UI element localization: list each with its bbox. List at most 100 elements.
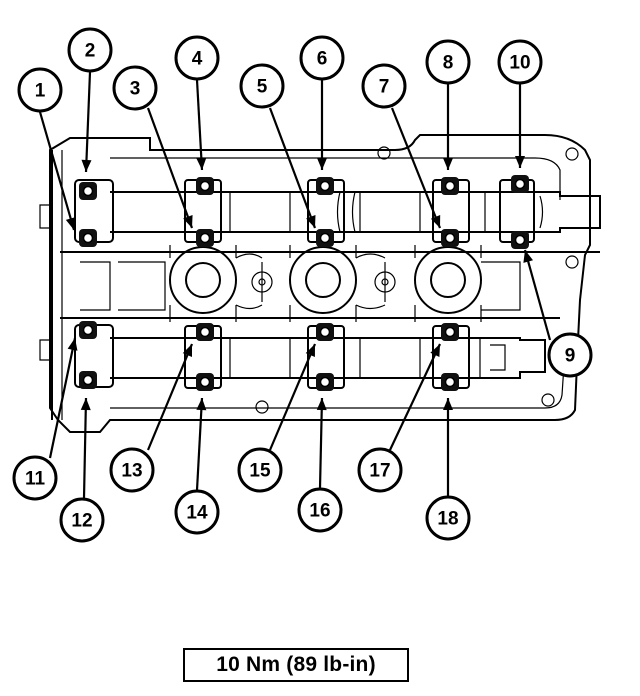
upper-camshaft: [110, 191, 601, 233]
callout-circle: [174, 489, 220, 535]
leader-arrow-13: [146, 343, 194, 451]
bolt-2: [79, 229, 97, 247]
callout-number: 5: [257, 77, 268, 98]
callout-circle: [297, 487, 343, 533]
callout-circle: [425, 495, 471, 541]
leader-arrow-11: [48, 337, 78, 459]
callout-circle: [112, 65, 158, 111]
leader-arrow-15: [268, 343, 317, 451]
callout-15: 15: [237, 447, 283, 493]
callout-circle: [17, 67, 63, 113]
callout-17: 17: [357, 447, 403, 493]
callout-circle: [109, 447, 155, 493]
bolt-18: [441, 373, 459, 391]
leader-arrow-10: [515, 84, 525, 168]
callout-circle: [497, 39, 543, 85]
callout-3: 3: [112, 65, 158, 111]
callout-number: 7: [379, 77, 390, 98]
bolt-9: [511, 231, 529, 249]
leader-arrow-12: [80, 397, 91, 499]
callout-number: 1: [35, 81, 46, 102]
callout-1: 1: [17, 67, 63, 113]
callout-circle: [12, 455, 58, 501]
bolt-4: [196, 177, 214, 195]
callout-number: 11: [25, 469, 46, 490]
callout-13: 13: [109, 447, 155, 493]
callout-11: 11: [12, 455, 58, 501]
callout-8: 8: [425, 39, 471, 85]
bolt-13: [196, 323, 214, 341]
callout-4: 4: [174, 35, 220, 81]
leader-arrow-14: [195, 397, 207, 491]
bolt-11: [79, 321, 97, 339]
bolt-10: [511, 175, 529, 193]
bolt-3: [196, 229, 214, 247]
bolt-16: [316, 373, 334, 391]
callout-9: 9: [547, 332, 593, 378]
leader-arrow-2: [81, 71, 92, 173]
torque-spec-label: 10 Nm (89 lb-in): [216, 653, 376, 676]
leader-arrow-8: [443, 84, 453, 170]
leader-arrow-7: [390, 107, 442, 229]
bolt-15: [316, 323, 334, 341]
callout-2: 2: [67, 27, 113, 73]
leader-arrow-9: [523, 249, 552, 341]
callout-6: 6: [299, 35, 345, 81]
callout-18: 18: [425, 495, 471, 541]
leader-arrow-3: [146, 107, 194, 229]
callout-circle: [67, 27, 113, 73]
spark-plug-towers: [60, 245, 600, 322]
callout-number: 2: [85, 41, 96, 62]
callout-circle: [239, 63, 285, 109]
callout-number: 18: [437, 509, 458, 530]
bolt-12: [79, 371, 97, 389]
leader-arrow-6: [317, 80, 327, 170]
callout-circle: [299, 35, 345, 81]
callout-number: 4: [192, 49, 203, 70]
callout-number: 10: [509, 53, 530, 74]
callout-number: 17: [369, 461, 390, 482]
bolt-5: [316, 229, 334, 247]
callout-circle: [425, 39, 471, 85]
cap-bolts: [79, 175, 529, 391]
leader-arrow-18: [443, 398, 453, 496]
bolt-1: [79, 182, 97, 200]
callout-7: 7: [361, 63, 407, 109]
bolt-17: [441, 323, 459, 341]
callout-number: 8: [443, 53, 454, 74]
bolt-7: [441, 229, 459, 247]
callout-number: 16: [309, 501, 330, 522]
bolt-8: [441, 177, 459, 195]
callout-10: 10: [497, 39, 543, 85]
callout-5: 5: [239, 63, 285, 109]
callout-circle: [59, 497, 105, 543]
leader-arrow-1: [38, 111, 76, 231]
leader-arrow-5: [268, 107, 317, 229]
callout-circle: [361, 63, 407, 109]
callout-14: 14: [174, 489, 220, 535]
callout-number: 6: [317, 49, 328, 70]
callout-16: 16: [297, 487, 343, 533]
callout-number: 12: [71, 511, 92, 532]
callout-circle: [547, 332, 593, 378]
leader-arrow-16: [316, 397, 327, 489]
callout-circle: [174, 35, 220, 81]
callout-number: 3: [130, 79, 141, 100]
bolt-14: [196, 373, 214, 391]
cylinder-head-outline: [39, 134, 591, 433]
bolt-6: [316, 177, 334, 195]
torque-spec-box: 10 Nm (89 lb-in): [183, 648, 409, 682]
callout-number: 13: [121, 461, 142, 482]
leader-arrows: [38, 71, 552, 499]
leader-arrow-4: [195, 79, 207, 171]
callout-12: 12: [59, 497, 105, 543]
callout-circle: [357, 447, 403, 493]
leader-arrow-17: [389, 343, 441, 451]
callout-number: 9: [565, 346, 576, 367]
callout-number: 15: [249, 461, 271, 482]
lower-camshaft: [110, 337, 546, 379]
callout-circle: [237, 447, 283, 493]
callout-number: 14: [186, 503, 208, 524]
